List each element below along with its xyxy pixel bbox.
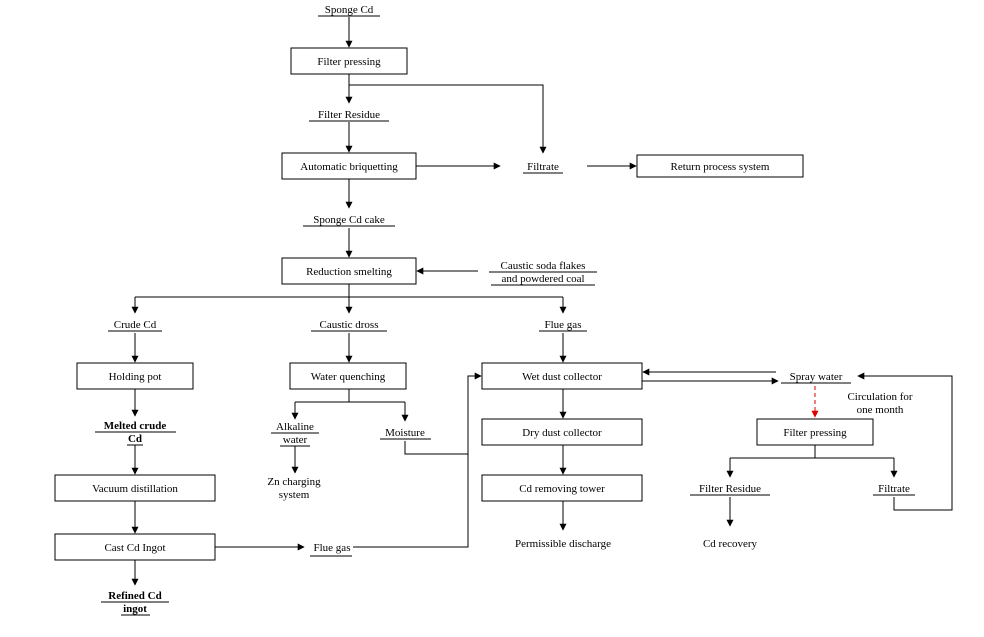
label-permissible-discharge: Permissible discharge bbox=[515, 538, 611, 550]
label-water-quenching: Water quenching bbox=[311, 371, 386, 383]
label-filter-residue-2: Filter Residue bbox=[699, 483, 761, 495]
box-vacuum-distillation bbox=[54, 474, 216, 502]
label-sponge-cd: Sponge Cd bbox=[325, 4, 374, 16]
label-vacuum-distillation: Vacuum distillation bbox=[92, 483, 178, 495]
label-caustic-dross: Caustic dross bbox=[320, 319, 379, 331]
box-return-process-system bbox=[636, 154, 804, 178]
box-dry-dust-collector bbox=[481, 418, 643, 446]
label-flue-gas-2: Flue gas bbox=[314, 542, 351, 554]
label-wet-dust-collector: Wet dust collector bbox=[522, 371, 602, 383]
label-dry-dust-collector: Dry dust collector bbox=[522, 427, 602, 439]
label-filtrate-1: Filtrate bbox=[527, 161, 559, 173]
label-filtrate-2: Filtrate bbox=[878, 483, 910, 495]
label-filter-residue-1: Filter Residue bbox=[318, 109, 380, 121]
label-refined-line1: Refined Cd bbox=[108, 590, 161, 602]
label-zn-line2: system bbox=[279, 489, 310, 501]
label-crude-cd: Crude Cd bbox=[114, 319, 157, 331]
label-melted-crude-line1: Melted crude bbox=[104, 420, 167, 432]
box-reduction-smelting bbox=[281, 257, 417, 285]
arrow-filter-to-filtrate bbox=[349, 84, 547, 154]
label-caustic-soda-line2: and powdered coal bbox=[501, 273, 584, 285]
box-automatic-briquetting bbox=[281, 152, 417, 180]
box-water-quenching bbox=[289, 362, 407, 390]
label-refined-line2: ingot bbox=[123, 603, 147, 615]
label-moisture: Moisture bbox=[385, 427, 425, 439]
box-filter-pressing-2 bbox=[756, 418, 874, 446]
label-cd-removing-tower: Cd removing tower bbox=[519, 483, 605, 495]
label-reduction-smelting: Reduction smelting bbox=[306, 266, 392, 278]
label-sponge-cd-cake: Sponge Cd cake bbox=[313, 214, 385, 226]
label-cast-cd-ingot: Cast Cd Ingot bbox=[104, 542, 165, 554]
box-cd-removing-tower bbox=[481, 474, 643, 502]
label-melted-crude-line2: Cd bbox=[128, 433, 142, 445]
label-holding-pot: Holding pot bbox=[109, 371, 162, 383]
label-filter-pressing-2: Filter pressing bbox=[783, 427, 847, 439]
label-alkaline-line1: Alkaline bbox=[276, 421, 314, 433]
label-spray-water: Spray water bbox=[790, 371, 843, 383]
label-flue-gas-1: Flue gas bbox=[545, 319, 582, 331]
box-filter-pressing-1 bbox=[290, 47, 408, 75]
label-zn-line1: Zn charging bbox=[267, 476, 321, 488]
label-automatic-briquetting: Automatic briquetting bbox=[300, 161, 398, 173]
label-filter-pressing-1: Filter pressing bbox=[317, 56, 381, 68]
label-alkaline-line2: water bbox=[283, 434, 308, 446]
line-moisture-to-collector bbox=[404, 441, 468, 455]
box-wet-dust-collector bbox=[481, 362, 643, 390]
label-circulation-line2: one month bbox=[857, 404, 904, 416]
label-circulation-line1: Circulation for bbox=[847, 391, 912, 403]
arrow-filtrate-loop-to-spray bbox=[857, 372, 953, 511]
label-caustic-soda-line1: Caustic soda flakes bbox=[501, 260, 586, 272]
label-cd-recovery: Cd recovery bbox=[703, 538, 758, 550]
label-return-process-system: Return process system bbox=[671, 161, 770, 173]
arrow-to-wet-collector bbox=[353, 372, 482, 548]
